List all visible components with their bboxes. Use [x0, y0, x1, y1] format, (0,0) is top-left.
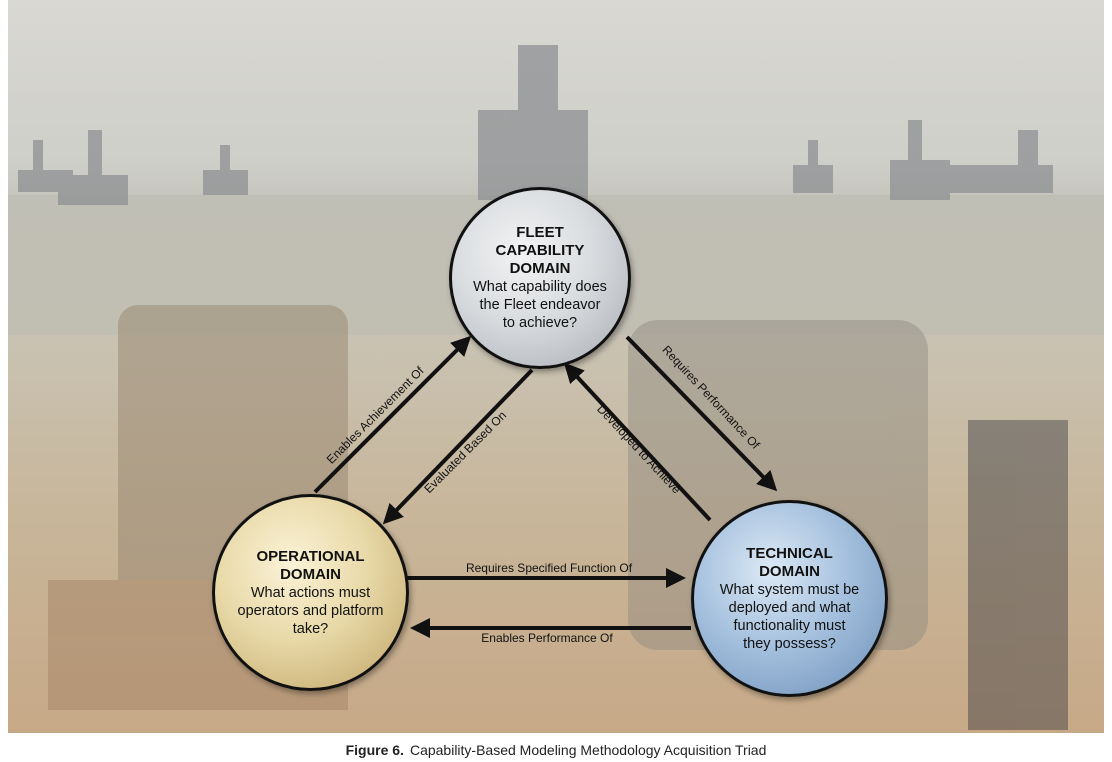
label-enables-performance: Enables Performance Of — [481, 631, 613, 645]
technical-node-title: TECHNICAL DOMAIN — [746, 544, 833, 580]
fleet-node-question: What capability does the Fleet endeavor … — [473, 279, 607, 331]
operational-node-question: What actions must operators and platform… — [237, 584, 384, 637]
technical-node-question: What system must be deployed and what fu… — [719, 581, 860, 652]
ship-silhouettes — [18, 45, 1053, 205]
label-requires-performance: Requires Performance Of — [659, 343, 762, 453]
label-evaluated-based: Evaluated Based On — [421, 408, 509, 496]
label-enables-achievement: Enables Achievement Of — [324, 363, 427, 466]
figure-caption-text: Capability-Based Modeling Methodology Ac… — [409, 742, 767, 758]
photo-background: Enables Achievement Of Evaluated Based O… — [8, 0, 1104, 733]
arrow-requires-performance — [625, 335, 778, 492]
figure-label: Figure 6. — [345, 742, 404, 758]
label-developed-to-achieve: Developed to Achieve — [594, 402, 684, 497]
fleet-capability-domain-node: FLEET CAPABILITY DOMAIN What capability … — [449, 187, 631, 369]
arrow-evaluated-based — [382, 368, 534, 525]
technical-domain-node: TECHNICAL DOMAIN What system must be dep… — [691, 500, 888, 697]
figure-caption: Figure 6. Capability-Based Modeling Metho… — [0, 742, 1112, 758]
arrow-developed-to-achieve — [563, 362, 712, 522]
label-requires-function: Requires Specified Function Of — [466, 561, 633, 575]
arrow-enables-achievement — [313, 335, 472, 494]
operational-domain-node: OPERATIONAL DOMAIN What actions must ope… — [212, 494, 409, 691]
operational-node-title: OPERATIONAL DOMAIN — [256, 547, 365, 583]
triad-connections: Enables Achievement Of Evaluated Based O… — [313, 335, 778, 645]
fleet-node-title: FLEET CAPABILITY DOMAIN — [495, 224, 585, 277]
